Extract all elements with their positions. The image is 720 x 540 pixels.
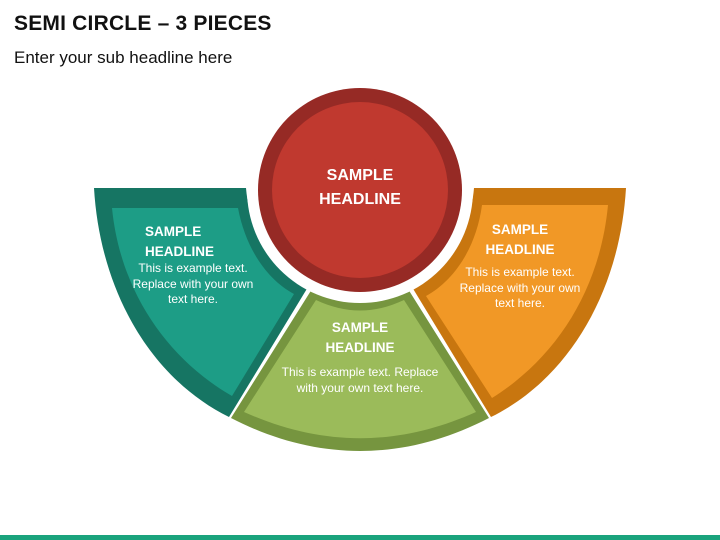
piece-middle-label: SAMPLE HEADLINE This is example text. Re… — [274, 318, 446, 396]
piece-left-body: This is example text. Replace with your … — [132, 261, 254, 307]
page-title: SEMI CIRCLE – 3 PIECES — [14, 12, 272, 35]
piece-middle-headline: SAMPLE HEADLINE — [325, 320, 395, 355]
piece-left-headline: SAMPLE HEADLINE — [145, 224, 215, 259]
piece-right-headline: SAMPLE HEADLINE — [485, 222, 555, 257]
piece-right-label: SAMPLE HEADLINE This is example text. Re… — [458, 220, 582, 312]
piece-middle-body: This is example text. Replace with your … — [281, 365, 439, 395]
footer-bar — [0, 535, 720, 540]
center-headline: SAMPLE HEADLINE — [285, 164, 435, 212]
center-headline-text: SAMPLE HEADLINE — [319, 167, 401, 208]
piece-left-label: SAMPLE HEADLINE This is example text. Re… — [128, 222, 258, 308]
piece-left-inner — [112, 208, 294, 396]
piece-middle-inner — [244, 300, 476, 439]
piece-right-inner — [426, 205, 608, 398]
piece-right-body: This is example text. Replace with your … — [459, 265, 581, 311]
center-circle — [272, 102, 448, 278]
page-subtitle: Enter your sub headline here — [14, 48, 233, 67]
